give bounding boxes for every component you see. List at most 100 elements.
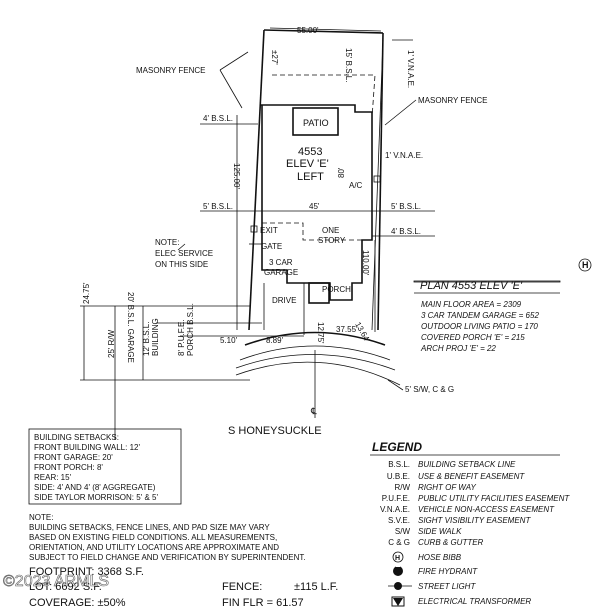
porch-label: PORCH — [322, 285, 351, 294]
legend-symbol-desc: STREET LIGHT — [418, 582, 476, 591]
legend-symbol-desc: HOSE BIBB — [418, 553, 462, 562]
exit-door-icon — [250, 225, 258, 233]
legend-symbol-desc: FIRE HYDRANT — [418, 567, 478, 576]
legend-abbr: C & G — [388, 538, 410, 547]
dim-45-label: 45' — [309, 202, 320, 211]
disclaimer-line: BASED ON EXISTING FIELD CONDITIONS. ALL … — [29, 533, 277, 542]
garage-bsl-label: 20' B.S.L. GARAGE — [126, 292, 135, 363]
legend-desc: VEHICLE NON-ACCESS EASEMENT — [418, 505, 555, 514]
setbacks-line: REAR: 15' — [34, 473, 72, 482]
sidewalk-leader — [387, 379, 404, 391]
footprint-summary: FOOTPRINT: 3368 S.F. — [29, 566, 144, 578]
dim-80-label: 80' — [337, 167, 346, 178]
disclaimer-line: NOTE: — [29, 513, 53, 522]
setbacks-box — [28, 428, 182, 505]
setbacks-line: SIDE TAYLOR MORRISON: 5' & 5' — [34, 493, 158, 502]
elec-note-line1: NOTE: — [155, 238, 179, 247]
house-footprint — [260, 104, 373, 301]
bsl-5-left-label: 5' B.S.L. — [203, 202, 233, 211]
ac-label: A/C — [349, 181, 363, 190]
fin-flr-summary: FIN FLR = 61.57 — [222, 597, 304, 608]
one-story-label-2: STORY — [318, 236, 346, 245]
setbacks-line: SIDE: 4' AND 4' (8' AGGREGATE) — [34, 483, 156, 492]
plan-box-line: 3 CAR TANDEM GARAGE = 652 — [421, 311, 539, 320]
vnae-right-label: 1' V.N.A.E. — [385, 151, 423, 160]
masonry-fence-right-label: MASONRY FENCE — [418, 96, 488, 105]
elec-note-leader — [177, 243, 186, 251]
depth-110-label: 110.00' — [361, 250, 370, 276]
masonry-fence-left-label: MASONRY FENCE — [136, 66, 206, 75]
drive-label: DRIVE — [272, 296, 296, 305]
hose-bibb-glyph: H — [395, 555, 400, 562]
dim-2475-label: 24.75' — [82, 282, 91, 304]
legend-desc: USE & BENEFIT EASEMENT — [418, 472, 525, 481]
pufe-8-label: 8' P.U.F.E. — [177, 319, 186, 356]
plan-number-label: 4553 — [298, 146, 322, 158]
sidewalk-label: 5' S/W, C & G — [405, 385, 454, 394]
legend-abbreviations: B.S.L. BUILDING SETBACK LINE U.B.E. USE … — [380, 460, 570, 547]
fence-leader-left-2 — [219, 69, 243, 109]
elec-note-line2: ELEC SERVICE — [155, 249, 213, 258]
bsl-12-label: 12' B.S.L. — [142, 322, 151, 356]
depth-125-label: 125.00' — [232, 163, 241, 189]
lot-width-label: 55.00' — [297, 26, 319, 35]
bsl-4-right-label: 4' B.S.L. — [391, 227, 421, 236]
plan-box-topline — [413, 280, 561, 283]
bsl-12-sub-label: BUILDING — [151, 318, 160, 356]
legend-abbr: S/W — [395, 527, 411, 536]
exit-label: EXIT — [260, 226, 278, 235]
legend-abbr: U.B.E. — [387, 472, 410, 481]
legend-desc: SIGHT VISIBILITY EASEMENT — [418, 516, 531, 525]
legend-desc: CURB & GUTTER — [418, 538, 484, 547]
setbacks-line: FRONT GARAGE: 20' — [34, 453, 113, 462]
legend-abbr: R/W — [394, 483, 410, 492]
vnae-top-label: 1' V.N.A.E. — [406, 50, 415, 88]
fence-leader-right — [384, 99, 417, 126]
plan-box-line: ARCH PROJ 'E' = 22 — [420, 344, 496, 353]
setbacks-line: FRONT BUILDING WALL: 12' — [34, 443, 140, 452]
plan-box-line: MAIN FLOOR AREA = 2309 — [421, 300, 522, 309]
lot-summary: LOT: 6692 S.F. — [29, 581, 102, 593]
plan-box-line: OUTDOOR LIVING PATIO = 170 — [421, 322, 538, 331]
elevation-label: ELEV 'E' — [286, 158, 329, 170]
legend-abbr: P.U.F.E. — [382, 494, 410, 503]
legend-desc: PUBLIC UTILITY FACILITIES EASEMENT — [418, 494, 570, 503]
watermark-text: ©2023 ARMLS — [3, 573, 109, 590]
disclaimer-line: BUILDING SETBACKS, FENCE LINES, AND PAD … — [29, 523, 270, 532]
dim-889-label: 8.89' — [266, 336, 284, 345]
fence-summary-label: FENCE: — [222, 581, 262, 593]
bsl-5-right-label: 5' B.S.L. — [391, 202, 421, 211]
disclaimer-line: ORIENTATION, AND UTILITY LOCATIONS ARE A… — [29, 543, 279, 552]
hose-bibb-icon — [578, 258, 592, 272]
patio-label: PATIO — [303, 118, 329, 128]
dim-27-label: ±27' — [270, 50, 279, 65]
fence-leader-left — [219, 51, 249, 71]
disclaimer-line: SUBJECT TO FIELD CHANGE AND VERIFICATION… — [29, 553, 306, 562]
plan-box-line: COVERED PORCH 'E' = 215 — [421, 333, 525, 342]
fence-summary-value: ±115 L.F. — [294, 581, 338, 593]
electrical-transformer-icon — [391, 596, 405, 607]
ac-unit — [373, 175, 381, 183]
plan-box-title: PLAN 4553 ELEV 'E' — [420, 280, 523, 292]
centerline-symbol: ℄ — [310, 406, 317, 416]
legend-desc: SIDE WALK — [418, 527, 462, 536]
garage-label-2: GARAGE — [264, 268, 298, 277]
porch-area — [308, 282, 330, 304]
legend-desc: BUILDING SETBACK LINE — [418, 460, 516, 469]
rear-setback-line — [272, 74, 376, 119]
width-dim-line — [269, 27, 382, 32]
fire-hydrant-icon — [393, 564, 403, 576]
dim-510-label: 5.10' — [220, 336, 238, 345]
elec-note-line3: ON THIS SIDE — [155, 260, 208, 269]
gate-label: GATE — [261, 242, 282, 251]
north-arrow-h: H — [582, 260, 589, 270]
coverage-summary: COVERAGE: ±50% — [29, 597, 126, 608]
one-story-label-1: ONE — [322, 226, 339, 235]
row-25-label: 25' R/W — [107, 329, 116, 358]
garage-label-1: 3 CAR — [269, 258, 293, 267]
legend-symbol-desc: ELECTRICAL TRANSFORMER — [418, 597, 531, 606]
dim-3755-label: 37.55' — [336, 325, 358, 334]
legend-desc: RIGHT OF WAY — [418, 483, 476, 492]
setbacks-title: BUILDING SETBACKS: — [34, 433, 119, 442]
